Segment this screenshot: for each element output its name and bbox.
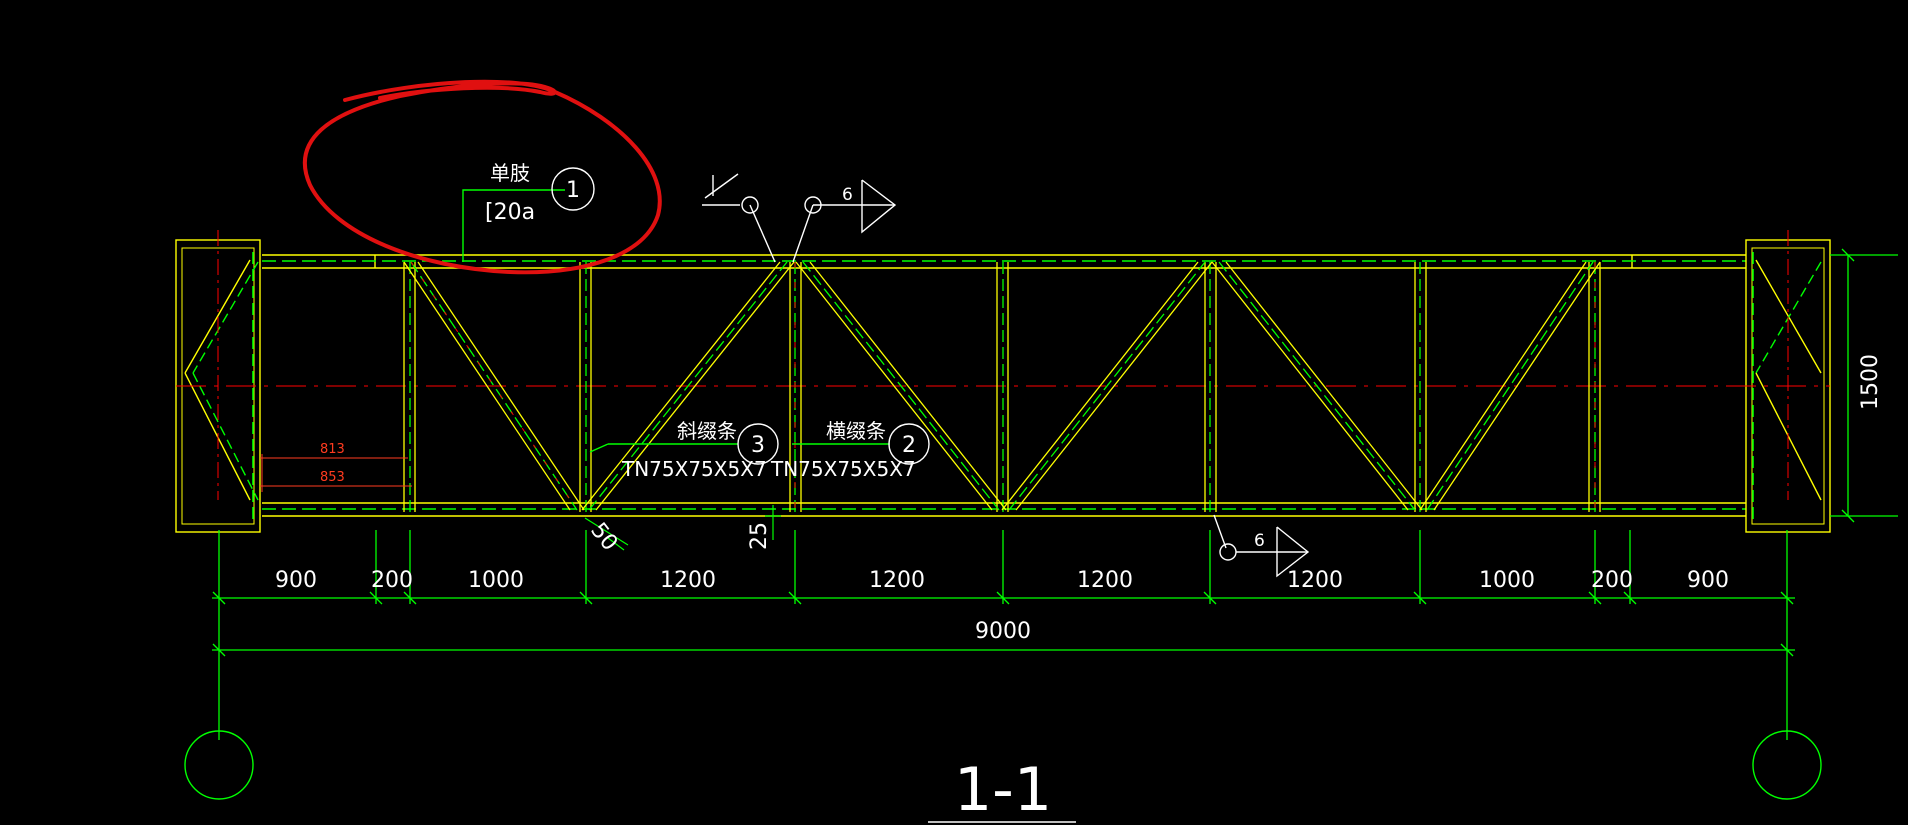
bay-dimension-labels: 900 200 1000 1200 1200 1200 1200 1000 20… xyxy=(275,568,1729,593)
height-dimension: 1500 xyxy=(1830,248,1898,523)
callout-diagonal-mark: 3 xyxy=(751,433,765,458)
vertical-5 xyxy=(1204,262,1217,512)
edge-dim-b: 25 xyxy=(747,522,772,550)
bay-dim-5: 1200 xyxy=(869,568,925,593)
callout-diagonal-mark-circle xyxy=(737,423,779,465)
diagonal-3 xyxy=(795,261,1007,511)
vertical-4 xyxy=(996,262,1009,512)
left-end-column xyxy=(175,230,261,533)
callout-horizontal-spec: TN75X75X5X7 xyxy=(770,457,916,481)
bay-dim-2: 200 xyxy=(371,568,413,593)
callout-diagonal: 斜缀条 TN75X75X5X7 3 xyxy=(589,419,779,481)
bay-dim-9: 200 xyxy=(1591,568,1633,593)
vertical-2 xyxy=(579,262,592,512)
diagonal-1 xyxy=(403,261,585,511)
callout-horizontal-mark: 2 xyxy=(902,433,916,458)
callout-chord-name: 单肢 xyxy=(490,161,530,185)
weld-symbol-bottom: 6 xyxy=(1213,514,1310,578)
callout-diagonal-spec: TN75X75X5X7 xyxy=(621,457,767,481)
callout-horizontal-name: 横缀条 xyxy=(826,419,886,443)
total-dimension xyxy=(212,643,1795,657)
diagonals xyxy=(403,261,1601,511)
annotation-circle xyxy=(303,79,662,275)
verticals xyxy=(403,262,1601,512)
axis-bubble-right xyxy=(1752,730,1822,800)
callout-horizontal: 横缀条 TN75X75X5X7 2 xyxy=(770,419,930,481)
callout-chord-mark: 1 xyxy=(566,178,580,203)
callout-chord: 单肢 [20a 1 xyxy=(462,161,595,262)
diagonal-5 xyxy=(1211,261,1423,511)
small-dim-lower: 853 xyxy=(320,470,345,485)
weld-top-size: 6 xyxy=(842,185,853,205)
callout-diagonal-name: 斜缀条 xyxy=(677,419,737,443)
axis-bubble-left xyxy=(184,730,254,800)
callout-horizontal-mark-circle xyxy=(888,423,930,465)
small-dim-upper: 813 xyxy=(320,442,345,457)
diagonal-4 xyxy=(1001,261,1213,511)
vertical-1 xyxy=(403,262,416,512)
callout-chord-mark-circle xyxy=(551,167,595,211)
bay-dim-1: 900 xyxy=(275,568,317,593)
vertical-3 xyxy=(789,262,802,512)
bay-dim-10: 900 xyxy=(1687,568,1729,593)
bay-dim-7: 1200 xyxy=(1287,568,1343,593)
height-dim-text: 1500 xyxy=(1858,354,1883,410)
bay-dim-8: 1000 xyxy=(1479,568,1535,593)
weld-bottom-size: 6 xyxy=(1254,531,1265,551)
bay-dim-6: 1200 xyxy=(1077,568,1133,593)
vertical-6 xyxy=(1414,262,1427,512)
weld-symbol-top: 6 xyxy=(702,173,897,263)
callout-chord-spec: [20a xyxy=(485,200,535,225)
diagonal-6 xyxy=(1419,261,1601,511)
bottom-chord xyxy=(262,502,1746,517)
small-dimensions: 813 853 xyxy=(260,442,412,492)
dimension-ticks xyxy=(212,591,1794,605)
bay-dim-4: 1200 xyxy=(660,568,716,593)
diagonal-2 xyxy=(581,261,795,511)
vertical-7 xyxy=(1588,262,1601,512)
section-title: 1-1 xyxy=(954,755,1052,825)
total-dim-text: 9000 xyxy=(975,619,1031,644)
bay-dim-3: 1000 xyxy=(468,568,524,593)
